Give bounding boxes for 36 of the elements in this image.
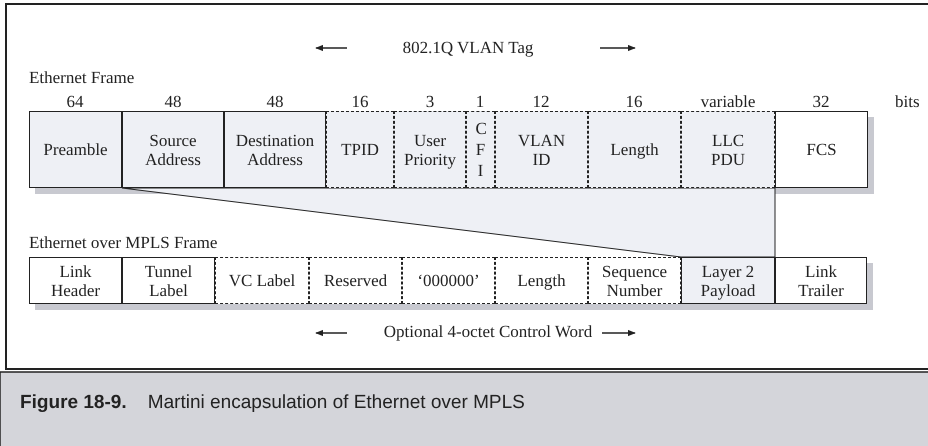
frame-field: Preamble	[29, 111, 122, 188]
bit-count: 16	[626, 92, 642, 112]
figure-caption: Figure 18-9. Martini encapsulation of Ethernet over MPLS	[20, 392, 525, 414]
frame-field: Link Header	[29, 257, 122, 304]
bit-count: 12	[532, 92, 550, 112]
frame-field: Length	[588, 111, 681, 188]
bit-count: variable	[700, 92, 756, 112]
bit-count: 16	[352, 92, 368, 112]
control-word-label: Optional 4-octet Control Word	[384, 322, 592, 342]
unit-label: bits	[895, 92, 920, 112]
frame-field: User Priority	[394, 111, 466, 188]
frame-field: ‘000000’	[402, 257, 495, 304]
frame-field: VLAN ID	[495, 111, 588, 188]
frame-field: FCS	[775, 111, 868, 188]
bit-count: 64	[66, 92, 84, 112]
frame-field: Length	[495, 257, 588, 304]
frame-field: Layer 2 Payload	[681, 257, 775, 304]
frame-field: Tunnel Label	[122, 257, 215, 304]
bit-count: 3	[426, 92, 434, 112]
frame-field: Destination Address	[224, 111, 326, 188]
mapping-wedge	[122, 188, 776, 258]
frame-title: Ethernet Frame	[29, 68, 134, 88]
frame-field: C F I	[466, 111, 495, 188]
frame-field: Source Address	[122, 111, 224, 188]
tag-label: 802.1Q VLAN Tag	[402, 38, 534, 58]
frame-field: Reserved	[309, 257, 402, 304]
bit-count: 32	[812, 92, 830, 112]
frame-field: LLC PDU	[681, 111, 775, 188]
bit-count: 48	[164, 92, 182, 112]
frame-title: Ethernet over MPLS Frame	[29, 233, 218, 253]
bit-count: 1	[476, 92, 484, 112]
frame-field: VC Label	[215, 257, 309, 304]
frame-field: Sequence Number	[588, 257, 681, 304]
frame-field: TPID	[326, 111, 394, 188]
bit-count: 48	[266, 92, 284, 112]
frame-field: Link Trailer	[775, 257, 867, 304]
